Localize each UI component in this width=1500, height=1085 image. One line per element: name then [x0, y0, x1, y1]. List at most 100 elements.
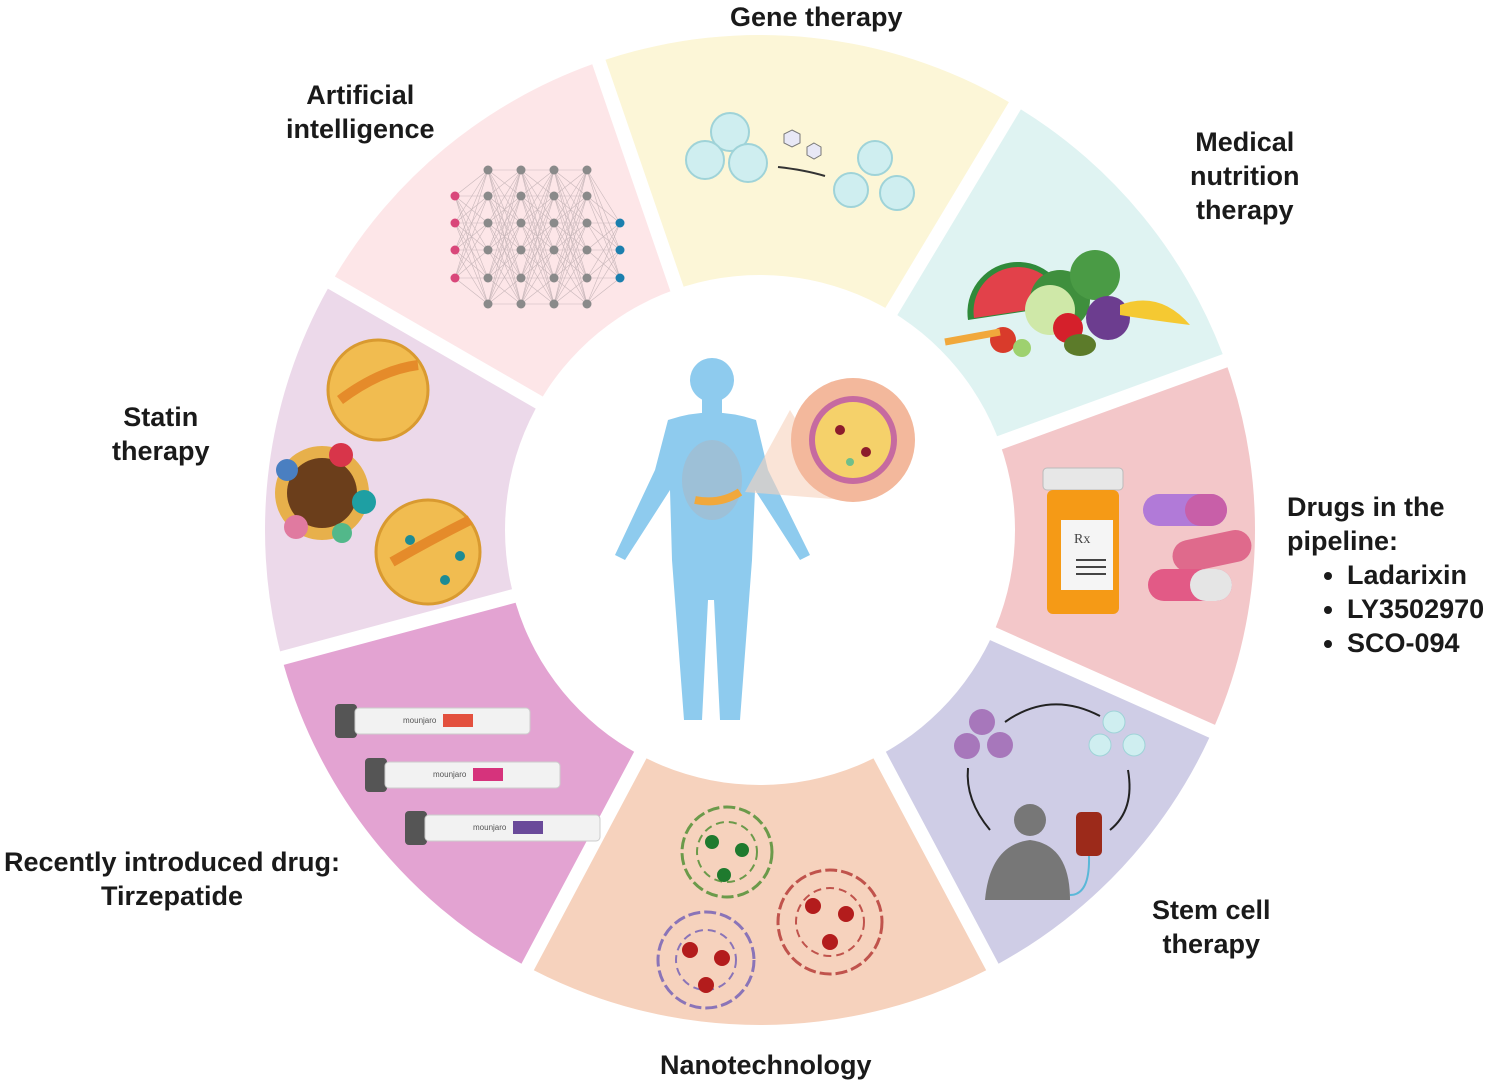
label-line: therapy: [1195, 195, 1294, 225]
injection-pen: mounjaro: [365, 758, 561, 792]
list-item: Ladarixin: [1347, 558, 1484, 592]
network-node: [516, 165, 526, 175]
network-node: [549, 165, 559, 175]
network-edge: [454, 169, 489, 224]
network-node: [549, 191, 559, 201]
network-edge: [487, 169, 522, 305]
network-node: [483, 245, 493, 255]
network-node: [483, 191, 493, 201]
network-edge: [487, 249, 522, 305]
injection-pen: mounjaro: [405, 811, 601, 845]
network-edge: [487, 169, 522, 224]
network-edge: [553, 169, 588, 197]
network-node: [549, 273, 559, 283]
svg-text:Rx: Rx: [1074, 532, 1090, 547]
network-node: [450, 245, 460, 255]
segment-nanotechnology: [533, 745, 987, 1026]
network-node: [582, 165, 592, 175]
network-edge: [487, 277, 522, 305]
list-item: SCO-094: [1347, 626, 1484, 660]
label-medical-nutrition-therapy: Medical nutrition therapy: [1190, 125, 1299, 227]
svg-text:mounjaro: mounjaro: [473, 823, 507, 832]
network-edge: [520, 169, 555, 224]
network-node: [582, 191, 592, 201]
network-edge: [454, 249, 489, 279]
center-circle: [505, 275, 1015, 785]
network-edge: [553, 169, 588, 279]
network-edge: [586, 195, 621, 224]
label-line: intelligence: [286, 114, 435, 144]
injection-pen: mounjaro: [335, 704, 531, 738]
label-gene-therapy: Gene therapy: [730, 2, 903, 32]
label-line: Recently introduced drug:: [4, 847, 341, 877]
network-edge: [487, 169, 522, 197]
network-node: [549, 218, 559, 228]
network-node: [615, 218, 625, 228]
network-edge: [454, 277, 489, 305]
network-edge: [553, 277, 588, 305]
network-edge: [454, 222, 489, 279]
injection-pens-illustration: mounjaro mounjaro mounjaro: [335, 704, 601, 845]
network-edge: [586, 169, 621, 279]
svg-text:mounjaro: mounjaro: [433, 770, 467, 779]
network-edge: [586, 195, 621, 279]
network-edge: [520, 277, 555, 305]
network-node: [582, 218, 592, 228]
fruits-vegetables-illustration: [944, 250, 1190, 357]
network-node: [483, 273, 493, 283]
network-edge: [454, 169, 489, 251]
network-edge: [586, 222, 621, 279]
segment-stem-cell-therapy: [878, 633, 1210, 964]
network-edge: [487, 169, 522, 279]
network-edge: [553, 169, 588, 251]
label-line: therapy: [1162, 929, 1261, 959]
pipeline-drug-list: Ladarixin LY3502970 SCO-094: [1287, 558, 1484, 660]
network-edge: [586, 249, 621, 305]
network-node: [483, 299, 493, 309]
label-line: Drugs in the: [1287, 492, 1445, 522]
label-line: Tirzepatide: [100, 881, 244, 911]
network-edge: [454, 169, 489, 279]
network-edge: [487, 222, 522, 305]
lipoprotein-illustration: [275, 338, 482, 606]
network-edge: [553, 249, 588, 305]
network-edge: [553, 222, 588, 305]
network-edge: [520, 169, 555, 251]
network-edge: [586, 222, 621, 251]
label-tirzepatide: Recently introduced drug: Tirzepatide: [4, 845, 340, 913]
network-edge: [553, 169, 588, 224]
label-statin-therapy: Statin therapy: [112, 400, 210, 468]
network-node: [582, 245, 592, 255]
label-line: pipeline:: [1287, 526, 1399, 556]
network-node: [516, 299, 526, 309]
label-stem-cell-therapy: Stem cell therapy: [1152, 893, 1271, 961]
network-node: [549, 245, 559, 255]
network-edge: [454, 169, 489, 197]
network-node: [516, 218, 526, 228]
label-drugs-in-pipeline: Drugs in the pipeline: Ladarixin LY35029…: [1287, 490, 1484, 660]
network-edge: [487, 195, 522, 305]
svg-text:mounjaro: mounjaro: [403, 716, 437, 725]
network-edge: [520, 169, 555, 197]
label-line: Statin: [123, 402, 199, 432]
stem-cell-cycle-illustration: [954, 703, 1146, 900]
network-node: [549, 299, 559, 309]
network-node: [615, 273, 625, 283]
label-line: Medical: [1195, 127, 1295, 157]
network-node: [450, 273, 460, 283]
network-node: [450, 218, 460, 228]
network-node: [450, 191, 460, 201]
network-edge: [520, 195, 555, 305]
network-edge: [520, 169, 555, 305]
label-line: Artificial: [306, 80, 415, 110]
network-edge: [520, 169, 555, 279]
network-edge: [586, 169, 621, 224]
network-edge: [520, 249, 555, 305]
network-edge: [553, 195, 588, 305]
gene-therapy-illustration: [685, 112, 915, 211]
network-node: [516, 273, 526, 283]
nanoparticles-illustration: [656, 805, 884, 1010]
network-edge: [520, 222, 555, 305]
network-node: [582, 299, 592, 309]
